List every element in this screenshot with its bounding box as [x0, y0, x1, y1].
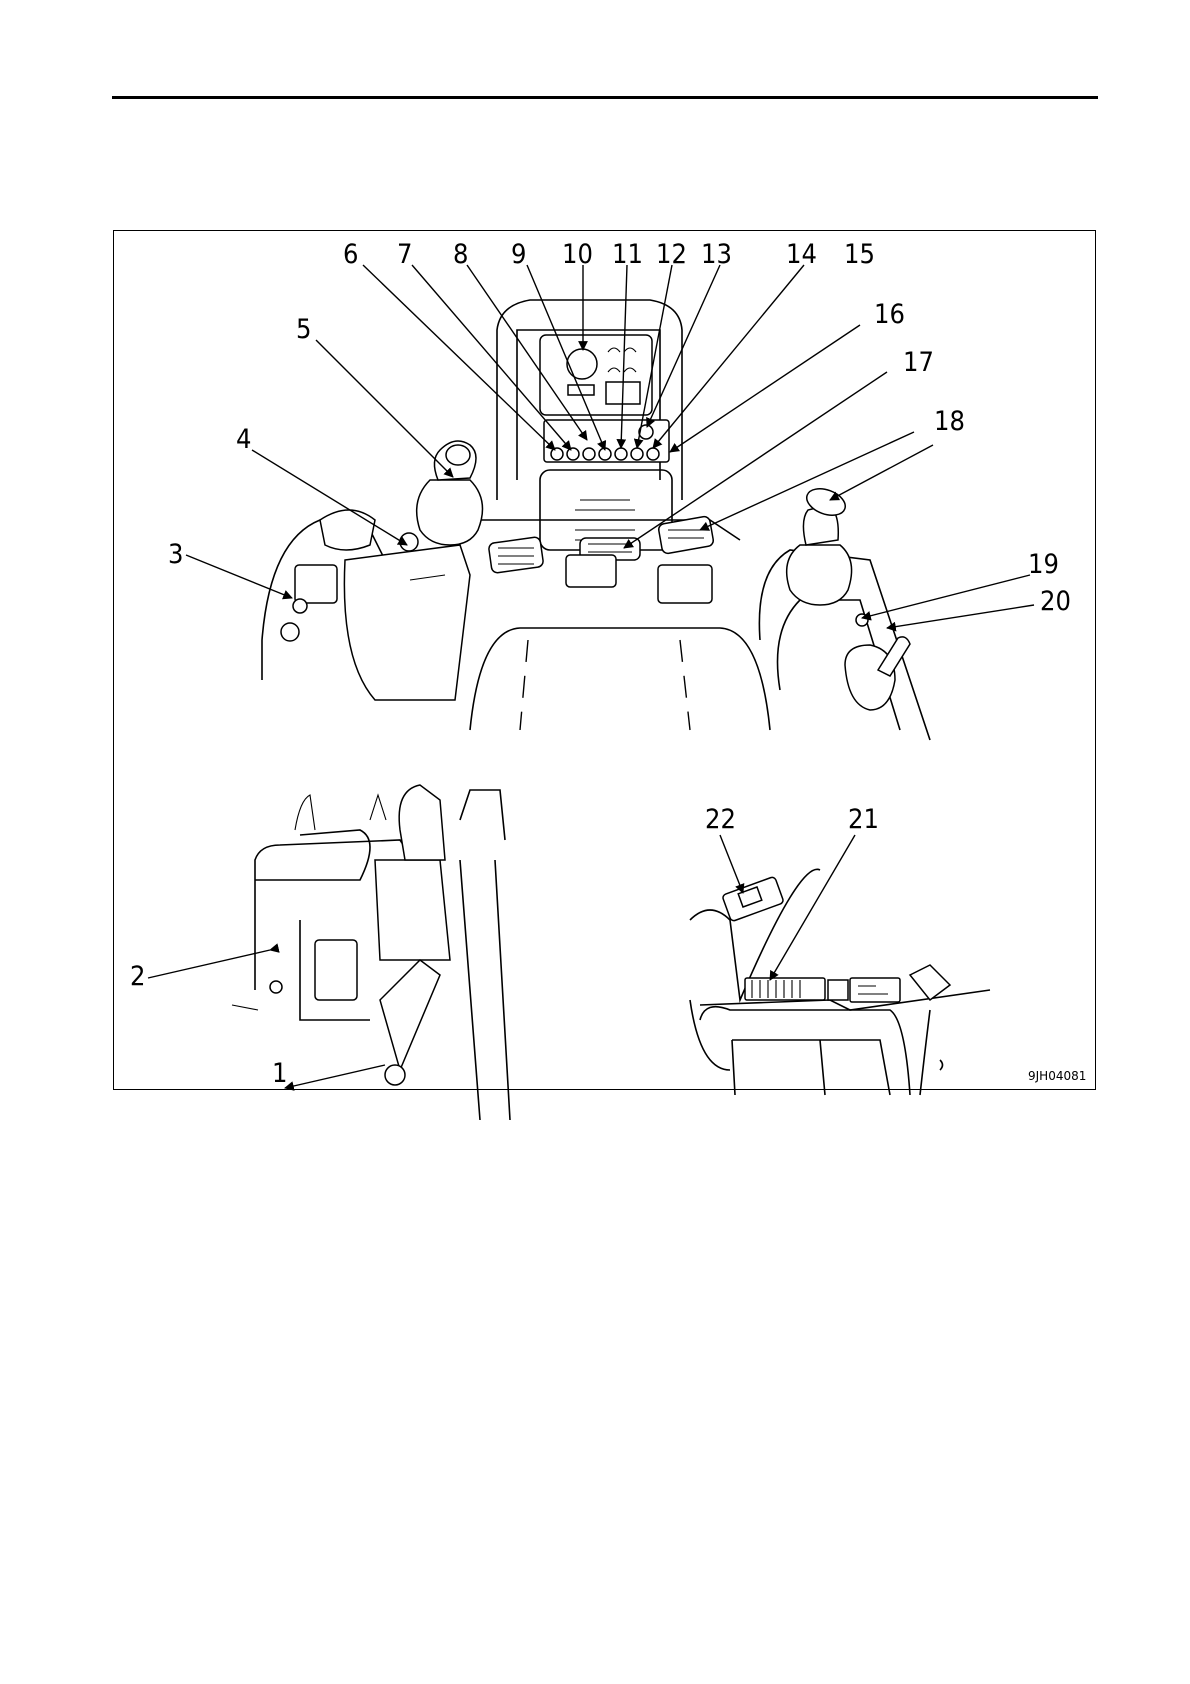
air-vent [745, 978, 825, 1000]
callout-11: 11 [612, 239, 643, 270]
callout-20: 20 [1040, 586, 1071, 617]
callout-5: 5 [296, 314, 311, 345]
pull-knob [270, 981, 282, 993]
speaker [910, 965, 950, 1000]
lock-lever [380, 960, 440, 1070]
callout-19: 19 [1028, 549, 1059, 580]
cab-ceiling-view [690, 869, 990, 1095]
callout-6: 6 [343, 239, 358, 270]
decelerator-pedal [658, 516, 714, 555]
callout-8: 8 [453, 239, 468, 270]
callout-4: 4 [236, 424, 251, 455]
figure-code: 9JH04081 [1028, 1069, 1086, 1083]
callout-1: 1 [272, 1058, 287, 1089]
callout-15: 15 [844, 239, 875, 270]
callout-3: 3 [168, 539, 183, 570]
callout-14: 14 [786, 239, 817, 270]
gauge-dial [567, 349, 597, 379]
right-console-switch [856, 614, 868, 626]
callout-21: 21 [848, 804, 879, 835]
callout-16: 16 [874, 299, 905, 330]
top-view-cab [262, 300, 930, 740]
work-equipment-lever-left [417, 480, 483, 545]
callout-9: 9 [511, 239, 526, 270]
callout-13: 13 [701, 239, 732, 270]
callout-18: 18 [934, 406, 965, 437]
callout-7: 7 [397, 239, 412, 270]
work-equipment-lever-right [787, 545, 852, 605]
callout-2: 2 [130, 961, 145, 992]
callout-17: 17 [903, 347, 934, 378]
callout-22: 22 [705, 804, 736, 835]
pedal-left [488, 537, 544, 574]
callout-10: 10 [562, 239, 593, 270]
left-console-box [295, 565, 337, 603]
callout-12: 12 [656, 239, 687, 270]
radio-panel [850, 978, 900, 1002]
